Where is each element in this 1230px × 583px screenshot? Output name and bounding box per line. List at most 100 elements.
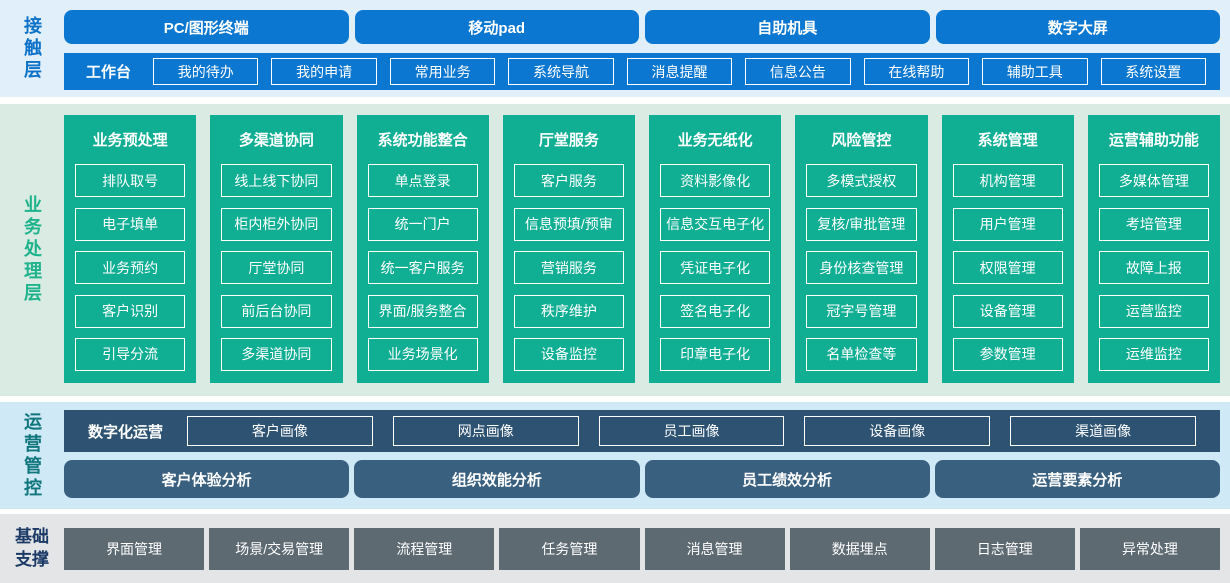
function-column: 风险管控 多模式授权 复核/审批管理 身份核查管理 冠字号管理 名单检查等: [795, 115, 928, 383]
analysis-item: 运营要素分析: [934, 460, 1220, 498]
workbench-items: 我的待办 我的申请 常用业务 系统导航 消息提醒 信息公告 在线帮助 辅助工具 …: [153, 58, 1206, 85]
contact-layer-content: PC/图形终端 移动pad 自助机具 数字大屏 工作台 我的待办 我的申请 常用…: [64, 0, 1220, 97]
function-item: 运维监控: [1098, 337, 1209, 371]
function-column-title: 系统管理: [977, 131, 1038, 149]
function-item: 凭证电子化: [660, 251, 771, 285]
portrait-item: 网点画像: [392, 416, 579, 446]
function-column: 业务无纸化 资料影像化 信息交互电子化 凭证电子化 签名电子化 印章电子化: [649, 115, 782, 383]
function-column: 系统管理 机构管理 用户管理 权限管理 设备管理 参数管理: [941, 115, 1074, 383]
function-column-title: 多渠道协同: [238, 131, 314, 149]
function-column: 运营辅助功能 多媒体管理 考培管理 故障上报 运营监控 运维监控: [1087, 115, 1220, 383]
business-layer-label: 业务处理层: [22, 195, 42, 305]
digital-operation-items: 客户画像 网点画像 员工画像 设备画像 渠道画像: [187, 416, 1196, 446]
foundation-item: 场景/交易管理: [209, 527, 350, 570]
workbench-item: 我的申请: [271, 58, 377, 85]
foundation-items: 界面管理 场景/交易管理 流程管理 任务管理 消息管理 数据埋点 日志管理 异常…: [64, 514, 1220, 583]
function-item: 印章电子化: [660, 337, 771, 371]
portrait-item: 员工画像: [598, 416, 785, 446]
function-item: 多媒体管理: [1098, 164, 1209, 198]
function-item: 考培管理: [1098, 207, 1209, 241]
workbench-item: 常用业务: [389, 58, 496, 85]
workbench-item: 系统导航: [508, 58, 614, 85]
function-item: 设备监控: [513, 337, 624, 371]
function-item: 故障上报: [1098, 251, 1209, 285]
function-item: 电子填单: [75, 207, 186, 241]
terminal-button: 移动pad: [354, 10, 639, 44]
analysis-item: 客户体验分析: [64, 460, 350, 498]
function-item: 统一门户: [367, 207, 478, 241]
function-item: 业务场景化: [367, 337, 478, 371]
function-item: 签名电子化: [660, 294, 771, 328]
business-processing-layer: 业务处理层 业务预处理 排队取号 电子填单 业务预约 客: [0, 104, 1230, 396]
foundation-layer-label: 基础支撑: [15, 527, 49, 569]
analysis-row: 客户体验分析 组织效能分析 员工绩效分析 运营要素分析: [64, 460, 1220, 498]
function-item: 前后台协同: [221, 294, 332, 328]
function-item: 单点登录: [367, 164, 478, 198]
function-item: 参数管理: [952, 337, 1063, 371]
function-column: 多渠道协同 线上线下协同 柜内柜外协同 厅堂协同 前后台协同 多渠道协同: [210, 115, 343, 383]
function-item: 业务预约: [75, 251, 186, 285]
function-item: 信息预填/预审: [513, 207, 624, 241]
function-item: 引导分流: [75, 337, 186, 371]
foundation-layer-content: 界面管理 场景/交易管理 流程管理 任务管理 消息管理 数据埋点 日志管理 异常…: [64, 514, 1220, 583]
workbench-label: 工作台: [86, 64, 132, 81]
function-column: 厅堂服务 客户服务 信息预填/预审 营销服务 秩序维护 设备监控: [502, 115, 635, 383]
terminal-row: PC/图形终端 移动pad 自助机具 数字大屏: [64, 10, 1220, 44]
function-item: 冠字号管理: [806, 294, 917, 328]
analysis-item: 员工绩效分析: [644, 460, 930, 498]
foundation-support-layer: 基础支撑 界面管理 场景/交易管理 流程管理 任务管理 消息管理 数据埋点 日志…: [0, 514, 1230, 583]
function-item: 厅堂协同: [221, 251, 332, 285]
terminal-button: 数字大屏: [935, 10, 1220, 44]
digital-operation-bar: 数字化运营 客户画像 网点画像 员工画像 设备画像 渠道画像: [64, 410, 1220, 452]
contact-layer: 接触层 PC/图形终端 移动pad 自助机具 数字大屏 工作台 我的待办 我的申…: [0, 0, 1230, 97]
function-item: 身份核查管理: [806, 251, 917, 285]
terminal-button: 自助机具: [645, 10, 930, 44]
function-item: 资料影像化: [660, 164, 771, 198]
function-item: 复核/审批管理: [806, 207, 917, 241]
workbench-item: 我的待办: [153, 58, 259, 85]
function-item: 多渠道协同: [221, 337, 332, 371]
function-column-title: 系统功能整合: [377, 131, 468, 149]
function-column-title: 厅堂服务: [538, 131, 599, 149]
foundation-item: 数据埋点: [789, 527, 930, 570]
contact-layer-side: 接触层: [0, 0, 64, 97]
function-item: 机构管理: [952, 164, 1063, 198]
function-item: 名单检查等: [806, 337, 917, 371]
function-item: 界面/服务整合: [367, 294, 478, 328]
foundation-item: 任务管理: [499, 527, 640, 570]
function-column: 业务预处理 排队取号 电子填单 业务预约 客户识别 引导分流: [64, 115, 197, 383]
contact-layer-label: 接触层: [22, 15, 42, 82]
analysis-item: 组织效能分析: [354, 460, 640, 498]
function-column-title: 业务预处理: [92, 131, 168, 149]
function-column-title: 运营辅助功能: [1108, 131, 1199, 149]
foundation-item: 异常处理: [1079, 527, 1220, 570]
function-column-title: 风险管控: [831, 131, 892, 149]
terminal-button: PC/图形终端: [64, 10, 349, 44]
foundation-item: 流程管理: [354, 527, 495, 570]
business-layer-content: 业务预处理 排队取号 电子填单 业务预约 客户识别 引导分流: [64, 104, 1220, 396]
business-layer-side: 业务处理层: [0, 104, 64, 396]
function-columns: 业务预处理 排队取号 电子填单 业务预约 客户识别 引导分流: [64, 104, 1220, 396]
workbench-item: 信息公告: [745, 58, 851, 85]
function-column: 系统功能整合 单点登录 统一门户 统一客户服务 界面/服务整合 业务场景化: [356, 115, 489, 383]
foundation-item: 日志管理: [934, 527, 1075, 570]
function-item: 权限管理: [952, 251, 1063, 285]
workbench-bar: 工作台 我的待办 我的申请 常用业务 系统导航 消息提醒 信息公告 在线帮助: [64, 53, 1220, 90]
workbench-item: 系统设置: [1100, 58, 1206, 85]
function-item: 秩序维护: [513, 294, 624, 328]
operation-layer-label: 运营管控: [22, 411, 42, 500]
function-item: 客户服务: [513, 164, 624, 198]
function-item: 排队取号: [75, 164, 186, 198]
workbench-item: 辅助工具: [982, 58, 1088, 85]
foundation-layer-side: 基础支撑: [0, 514, 64, 583]
portrait-item: 客户画像: [187, 416, 373, 446]
portrait-item: 渠道画像: [1010, 416, 1196, 446]
function-column-title: 业务无纸化: [677, 131, 753, 149]
function-item: 设备管理: [952, 294, 1063, 328]
operation-layer-side: 运营管控: [0, 402, 64, 509]
operation-control-layer: 运营管控 数字化运营 客户画像 网点画像 员工画像 设备画像 渠道画像: [0, 402, 1230, 509]
function-item: 客户识别: [75, 294, 186, 328]
function-item: 柜内柜外协同: [221, 207, 332, 241]
foundation-item: 界面管理: [64, 527, 205, 570]
function-item: 营销服务: [513, 251, 624, 285]
